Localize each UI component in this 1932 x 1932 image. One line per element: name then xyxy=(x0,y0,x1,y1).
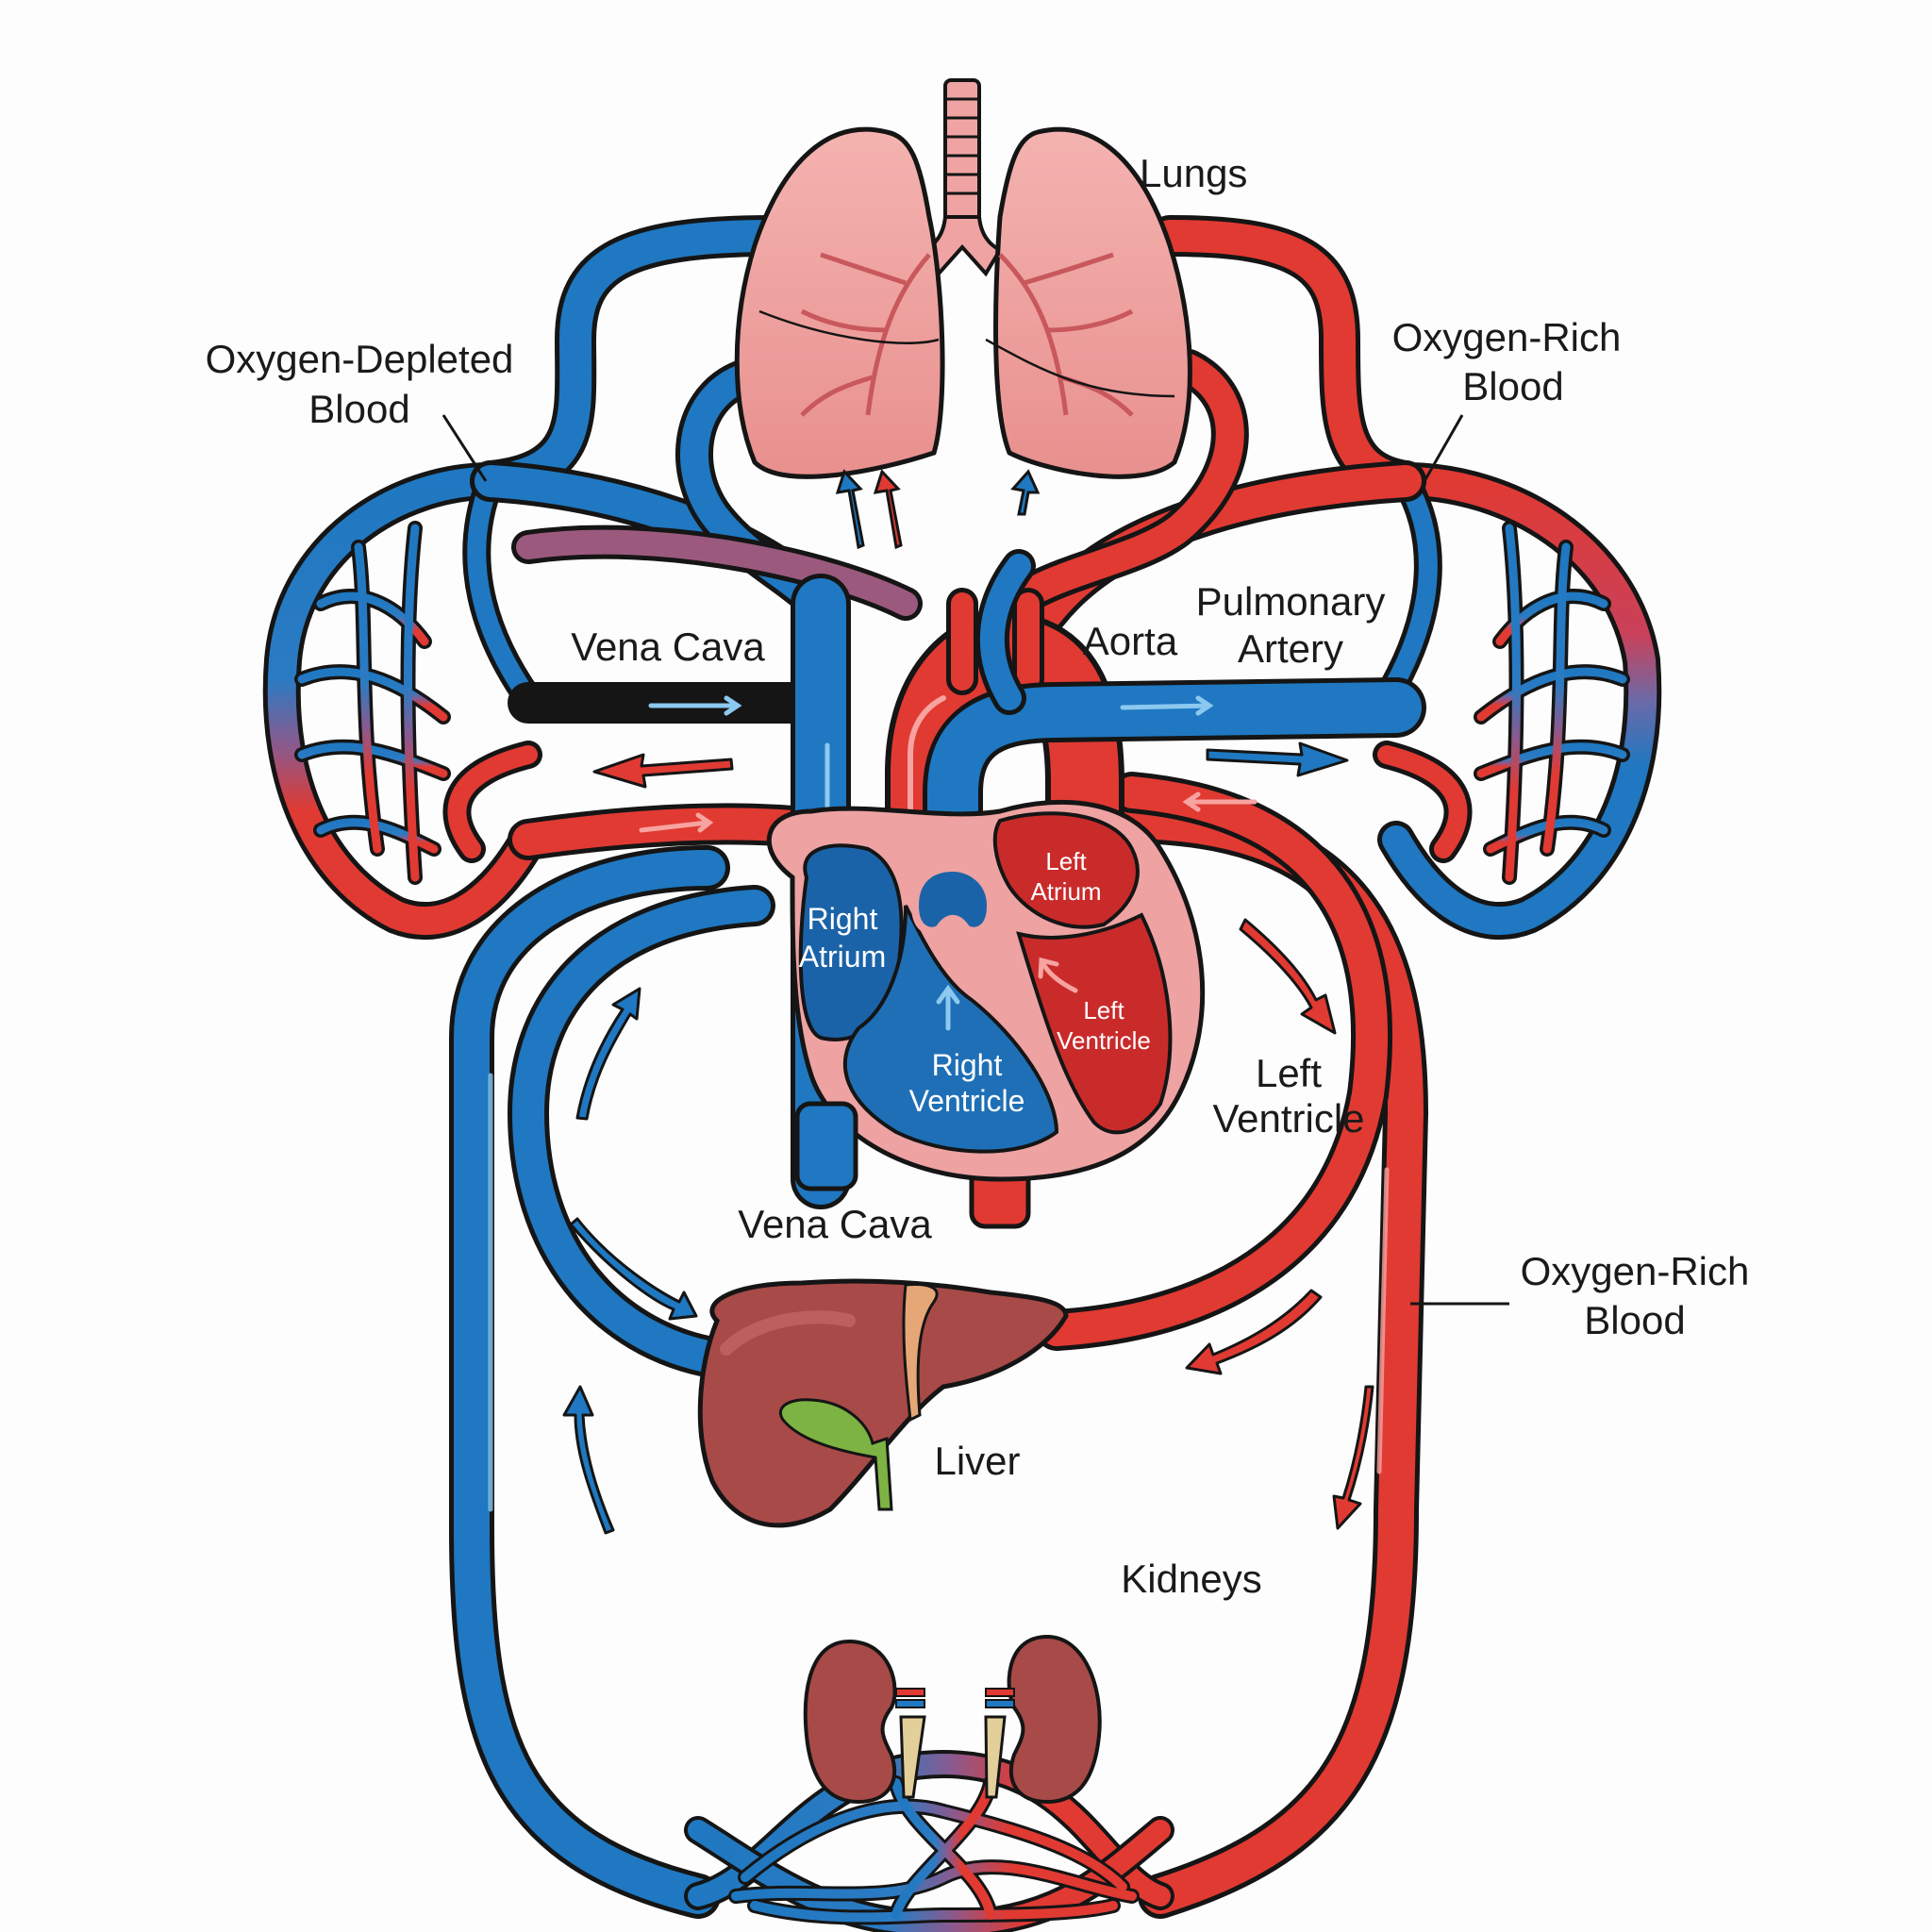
left-systemic-vein-loop xyxy=(449,845,730,1919)
arrow-up-blue-left xyxy=(575,987,641,1121)
left-capillary-bed xyxy=(262,462,547,941)
label-oxygen-rich-bottom-1: Oxygen-Rich xyxy=(1521,1249,1750,1293)
leader-oxygen-rich-top xyxy=(1423,414,1464,482)
hepatic-vein xyxy=(508,885,775,1379)
left-lung xyxy=(734,126,945,479)
kidney-capillary-bed xyxy=(684,1750,1174,1932)
label-pulmonary-2: Artery xyxy=(1238,626,1343,671)
label-vena-cava-upper: Vena Cava xyxy=(571,625,765,669)
arrow-up-blue-2 xyxy=(1010,469,1041,516)
left-ureter xyxy=(899,1715,926,1799)
pulmonary-artery xyxy=(923,549,1426,974)
arrow-down-left-red xyxy=(1185,1289,1323,1375)
flow-arrows xyxy=(562,741,1374,1535)
trachea xyxy=(922,78,1003,277)
label-aorta: Aorta xyxy=(1083,619,1178,663)
label-right-atrium-1: Right xyxy=(808,902,878,936)
arrow-down-right-blue xyxy=(569,1217,698,1321)
leader-oxygen-depleted xyxy=(441,414,488,482)
label-oxygen-rich-top-2: Blood xyxy=(1462,364,1563,408)
arrow-up-blue-lower xyxy=(562,1385,615,1535)
arrow-down-red-lower xyxy=(1332,1385,1374,1530)
right-ureter xyxy=(984,1715,1007,1799)
arrow-up-red-1 xyxy=(873,469,903,550)
heart xyxy=(766,799,1206,1182)
label-kidneys: Kidneys xyxy=(1121,1557,1261,1601)
inferior-vena-cava-stub xyxy=(794,1101,858,1191)
label-left-ventricle-outer-1: Left xyxy=(1256,1051,1322,1095)
lungs xyxy=(734,78,1192,479)
left-kidney xyxy=(803,1639,897,1805)
right-kidney xyxy=(1007,1634,1102,1805)
label-vena-cava-lower: Vena Cava xyxy=(738,1202,932,1246)
right-lung xyxy=(993,126,1192,479)
falciform-ligament xyxy=(902,1283,939,1423)
label-right-ventricle-1: Right xyxy=(932,1048,1003,1082)
label-left-atrium-1: Left xyxy=(1045,847,1087,875)
pulmonary-valve xyxy=(910,863,995,935)
label-oxygen-rich-top-1: Oxygen-Rich xyxy=(1392,315,1622,359)
vessels xyxy=(262,215,1662,1932)
label-oxygen-depleted-1: Oxygen-Depleted xyxy=(206,337,514,381)
right-ventricle-chamber xyxy=(842,905,1059,1154)
right-capillary-bed xyxy=(1373,462,1662,941)
bronchial-vessel xyxy=(511,525,923,621)
liver xyxy=(697,1278,1069,1528)
arrow-down-right-red xyxy=(1239,918,1337,1035)
label-left-ventricle-outer-2: Ventricle xyxy=(1212,1096,1364,1141)
label-left-atrium-2: Atrium xyxy=(1030,877,1101,906)
label-pulmonary-1: Pulmonary xyxy=(1196,579,1386,624)
arrow-up-blue-1 xyxy=(835,469,865,550)
vessel-flow-indicators xyxy=(648,695,1214,716)
label-left-ventricle-inner-2: Ventricle xyxy=(1057,1026,1151,1055)
label-lungs: Lungs xyxy=(1140,151,1247,195)
label-oxygen-depleted-2: Blood xyxy=(308,387,409,431)
label-right-ventricle-2: Ventricle xyxy=(909,1084,1025,1118)
kidneys xyxy=(803,1634,1102,1805)
arrow-right-blue xyxy=(1206,741,1349,777)
labels: Lungs Oxygen-Depleted Blood Oxygen-Rich … xyxy=(206,151,1750,1601)
leader-lines xyxy=(441,414,1509,1306)
hepatic-artery xyxy=(1036,772,1393,1351)
flow-arrows-to-lungs xyxy=(835,469,1041,550)
left-ventricle-chamber xyxy=(1016,912,1173,1135)
label-liver: Liver xyxy=(934,1439,1020,1483)
label-left-ventricle-inner-1: Left xyxy=(1083,996,1124,1024)
left-atrium-chamber xyxy=(992,811,1140,929)
gallbladder xyxy=(779,1398,893,1511)
arrow-left-red xyxy=(592,753,734,789)
label-oxygen-rich-bottom-2: Blood xyxy=(1584,1298,1685,1342)
label-right-atrium-2: Atrium xyxy=(799,940,886,974)
pulmonary-vein xyxy=(981,349,1249,641)
